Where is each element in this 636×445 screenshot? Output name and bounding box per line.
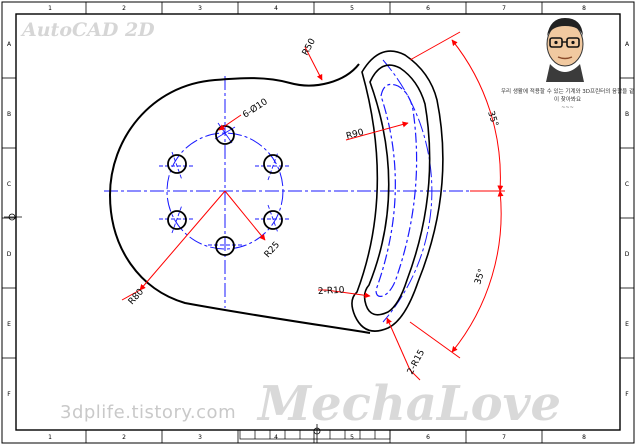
dim-r50: R50: [301, 37, 318, 58]
column-labels-top: 1 2 3 4 5 6 7 8: [48, 5, 586, 12]
col-label-5: 5: [350, 5, 354, 12]
col-label-8-bottom: 8: [582, 434, 586, 441]
avatar-icon: [546, 18, 584, 82]
col-label-6: 6: [426, 5, 430, 12]
column-labels-bottom: 1 2 3 4 5 6 7 8: [48, 434, 586, 441]
row-label-e-right: E: [625, 321, 629, 328]
hole-lower-right: [263, 210, 283, 230]
col-label-8: 8: [582, 5, 586, 12]
angle-dimension: [409, 31, 505, 359]
author-note: 우리 생활에 적용할 수 있는 기계와 3D프린터의 융합을 같이 찾아봐요 ~…: [500, 88, 635, 112]
row-label-c: C: [7, 181, 11, 188]
row-label-b-right: B: [625, 111, 629, 118]
dim-angle-upper: 35°: [485, 110, 499, 128]
dimension-lines: [121, 46, 421, 381]
curved-slot: [351, 50, 444, 332]
hole-center-lines: [159, 122, 291, 246]
col-label-3: 3: [198, 5, 202, 12]
col-label-3-bottom: 3: [198, 434, 202, 441]
author-note-tag: ~~~: [561, 105, 574, 111]
dim-holes: 6-Ø10: [241, 96, 270, 120]
col-label-6-bottom: 6: [426, 434, 430, 441]
col-label-1: 1: [48, 5, 52, 12]
hole-upper-left: [167, 154, 187, 174]
row-ruler: [2, 77, 634, 359]
row-label-e: E: [7, 321, 11, 328]
col-label-2: 2: [122, 5, 126, 12]
hole-bottom: [215, 236, 235, 256]
row-label-f: F: [7, 391, 11, 398]
part-outline: [108, 63, 371, 334]
row-label-a: A: [7, 41, 12, 48]
bottom-scale-ruler: [239, 429, 391, 440]
row-label-d-right: D: [625, 251, 630, 258]
frame-center-mark-icon: [4, 213, 321, 443]
col-label-5-bottom: 5: [350, 434, 354, 441]
dim-r80: R80: [127, 287, 146, 307]
brand-title: AutoCAD 2D: [20, 19, 155, 41]
row-label-c-right: C: [625, 181, 629, 188]
dim-r15: 2-R15: [406, 348, 427, 376]
row-labels-left: A B C D E F: [7, 41, 12, 398]
col-label-2-bottom: 2: [122, 434, 126, 441]
dim-r90: R90: [345, 128, 365, 142]
row-label-f-right: F: [625, 391, 629, 398]
col-label-7: 7: [502, 5, 506, 12]
bolt-holes: [167, 125, 283, 256]
dim-r10: 2-R10: [318, 286, 345, 297]
col-label-4-bottom: 4: [274, 434, 278, 441]
row-label-b: B: [7, 111, 11, 118]
col-label-1-bottom: 1: [48, 434, 52, 441]
dim-angle-lower: 35°: [473, 268, 487, 286]
watermark-logo: MechaLove: [256, 376, 561, 432]
author-note-text: 우리 생활에 적용할 수 있는 기계와 3D프린터의 융합을 같이 찾아봐요: [500, 89, 635, 103]
col-label-4: 4: [274, 5, 278, 12]
hole-upper-right: [263, 154, 283, 174]
dim-r25: R25: [263, 240, 282, 260]
hole-lower-left: [167, 210, 187, 230]
row-labels-right: A B C D E F: [625, 41, 630, 398]
row-label-d: D: [7, 251, 12, 258]
col-label-7-bottom: 7: [502, 434, 506, 441]
footer-url: 3dplife.tistory.com: [60, 402, 237, 423]
row-label-a-right: A: [625, 41, 630, 48]
